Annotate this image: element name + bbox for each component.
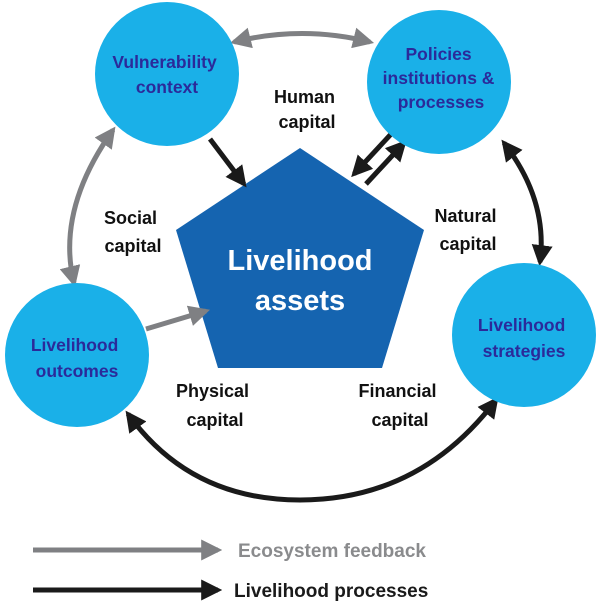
arrow-vulnerability-policies bbox=[229, 27, 375, 49]
arrow-outcomes-assets bbox=[145, 305, 211, 332]
livelihood-outcomes-label: Livelihood outcomes bbox=[31, 335, 123, 381]
arrow-vulnerability-outcomes bbox=[59, 126, 116, 288]
arrow-policies-assets bbox=[351, 131, 394, 178]
livelihood-outcomes-circle bbox=[5, 283, 149, 427]
legend-livelihood-label: Livelihood processes bbox=[234, 581, 428, 602]
policies-circle bbox=[367, 10, 511, 154]
financial-capital-label: Financial capital bbox=[358, 381, 441, 430]
livelihood-strategies-label: Livelihood strategies bbox=[478, 315, 570, 361]
legend: Ecosystem feedback Livelihood processes bbox=[33, 539, 428, 602]
human-capital-label: Human capital bbox=[274, 87, 340, 132]
social-capital-label: Social capital bbox=[104, 208, 162, 256]
livelihood-strategies-circle bbox=[452, 263, 596, 407]
legend-ecosystem-label: Ecosystem feedback bbox=[238, 541, 426, 562]
arrow-outcomes-strategies bbox=[125, 396, 499, 503]
livelihood-assets-pentagon bbox=[176, 148, 424, 368]
vulnerability-context-circle bbox=[95, 2, 239, 146]
arrow-policies-strategies bbox=[501, 139, 553, 267]
vulnerability-context-label: Vulnerability context bbox=[112, 52, 221, 97]
center-title-line1: Livelihood bbox=[228, 245, 373, 277]
arrow-vulnerability-assets bbox=[208, 137, 247, 188]
physical-capital-label: Physical capital bbox=[176, 381, 254, 430]
policies-label: Policies institutions & processes bbox=[383, 44, 500, 112]
arrows bbox=[59, 27, 553, 503]
natural-capital-label: Natural capital bbox=[434, 206, 501, 254]
center-title-line2: assets bbox=[255, 285, 345, 317]
arrow-assets-policies bbox=[364, 139, 407, 186]
